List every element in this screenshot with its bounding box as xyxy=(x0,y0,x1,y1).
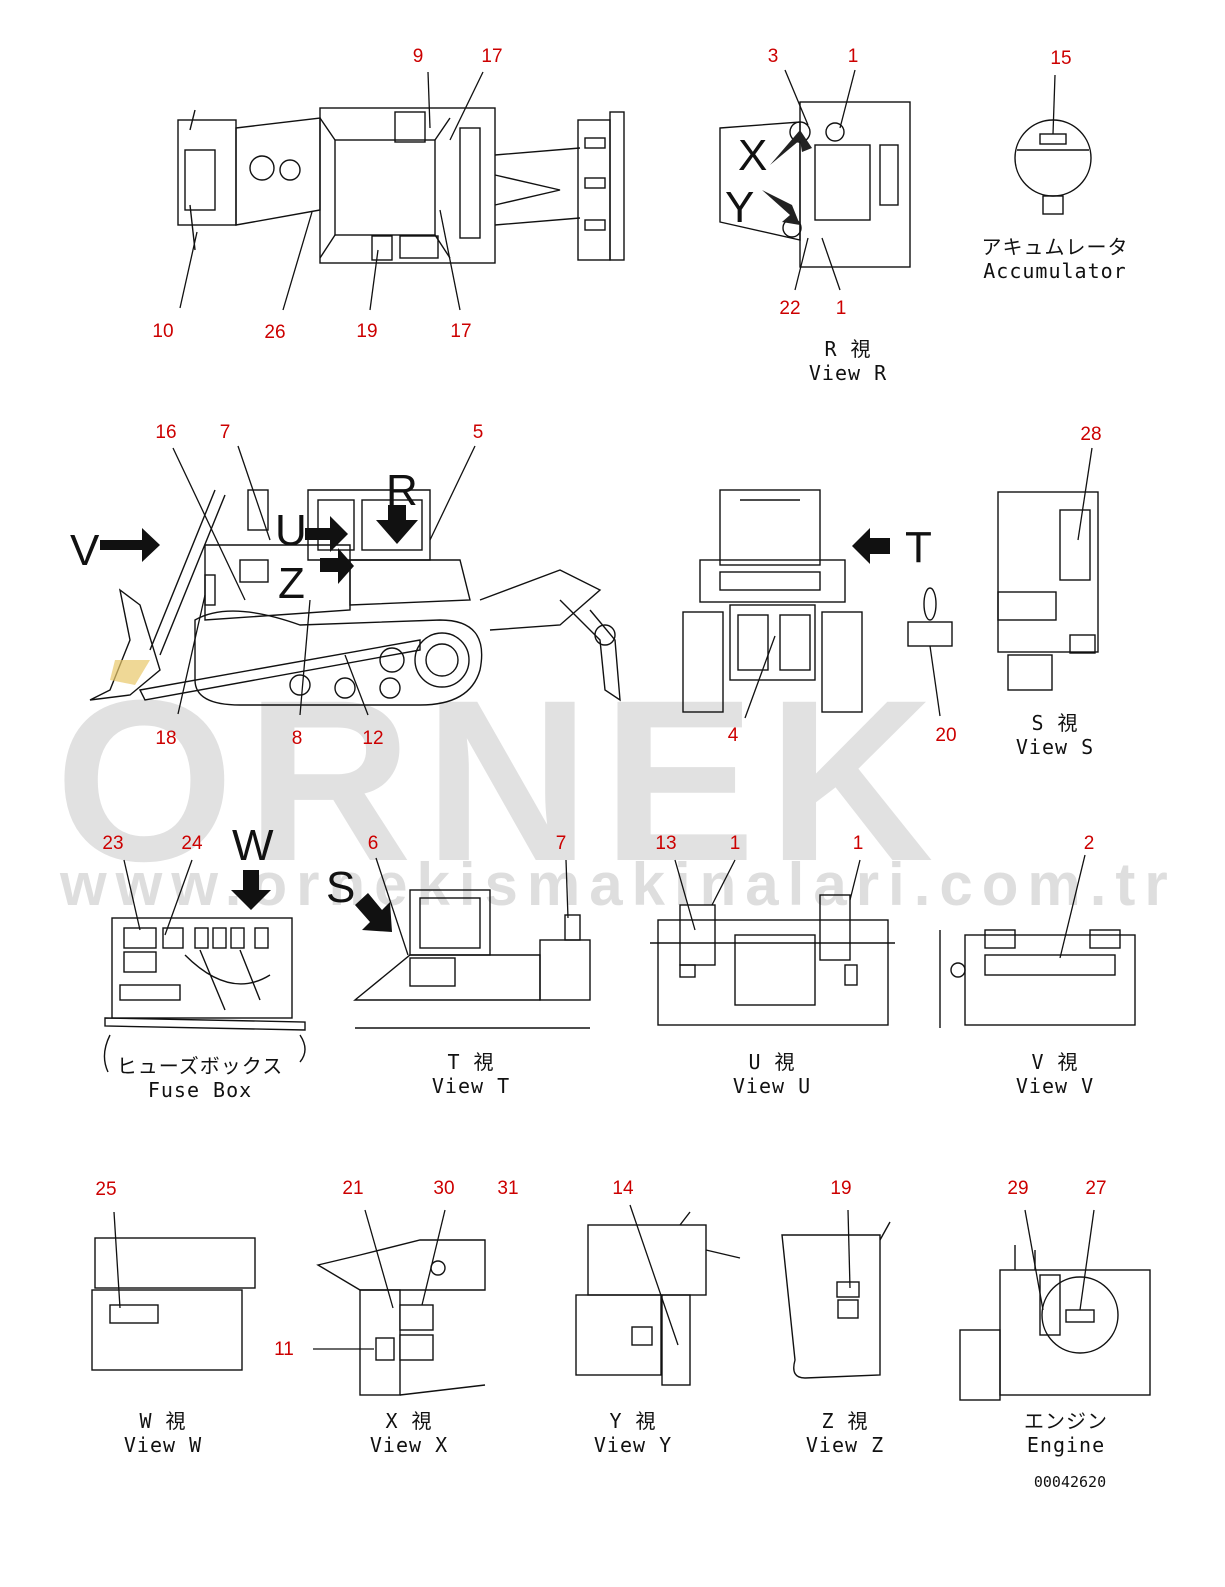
callout-13: 13 xyxy=(655,833,676,854)
callout-10: 10 xyxy=(152,321,173,342)
callout-19a: 19 xyxy=(356,321,377,342)
callout-1a: 1 xyxy=(848,46,859,67)
callout-7b: 7 xyxy=(556,833,567,854)
callout-17a: 17 xyxy=(481,46,502,67)
callout-25: 25 xyxy=(95,1179,116,1200)
watermark-url: www.ornekismakinalari.com.tr xyxy=(59,851,1177,918)
view-letter-y: Y xyxy=(725,183,754,232)
view-letter-t: T xyxy=(905,523,932,572)
view-z-drawing xyxy=(781,1221,891,1379)
callout-19b: 19 xyxy=(830,1178,851,1199)
callout-16: 16 xyxy=(155,422,176,443)
caption-engine-en: Engine xyxy=(1027,1433,1105,1457)
callout-7a: 7 xyxy=(220,422,231,443)
callout-17b: 17 xyxy=(450,321,471,342)
caption-view-y-jp: Y 視 xyxy=(609,1409,656,1433)
view-w-drawing xyxy=(91,1237,256,1371)
callout-8: 8 xyxy=(292,728,303,749)
callout-15: 15 xyxy=(1050,48,1071,69)
engine-drawing xyxy=(959,1245,1151,1401)
callout-21: 21 xyxy=(342,1178,363,1199)
caption-view-x-jp: X 視 xyxy=(385,1409,432,1433)
drawing-code: 00042620 xyxy=(1034,1473,1106,1491)
caption-view-z-jp: Z 視 xyxy=(821,1409,868,1433)
callout-4: 4 xyxy=(728,725,739,746)
view-r-drawing xyxy=(719,101,911,268)
caption-view-t-en: View T xyxy=(432,1074,510,1098)
view-u-drawing xyxy=(650,894,895,1026)
callout-14: 14 xyxy=(612,1178,634,1199)
callout-29: 29 xyxy=(1007,1178,1028,1199)
callout-9: 9 xyxy=(413,46,424,67)
callout-1d: 1 xyxy=(853,833,864,854)
callout-23: 23 xyxy=(102,833,123,854)
view-x-drawing xyxy=(316,1239,486,1396)
view-letter-w: W xyxy=(232,821,274,870)
rear-view-drawing xyxy=(682,489,890,713)
callout-3: 3 xyxy=(768,46,779,67)
caption-view-u-en: View U xyxy=(733,1074,811,1098)
callout-20: 20 xyxy=(935,725,956,746)
view-letter-r: R xyxy=(386,466,418,515)
caption-view-s-en: View S xyxy=(1016,735,1094,759)
caption-view-u-jp: U 視 xyxy=(748,1050,795,1074)
callout-22: 22 xyxy=(779,298,800,319)
view-t-drawing xyxy=(353,889,591,1029)
top-view-drawing xyxy=(177,107,625,264)
caption-view-v-jp: V 視 xyxy=(1031,1050,1078,1074)
callout-30: 30 xyxy=(433,1178,454,1199)
callout-26: 26 xyxy=(264,322,285,343)
callout-12: 12 xyxy=(362,728,383,749)
view-letter-u: U xyxy=(275,506,307,555)
caption-view-r-jp: R 視 xyxy=(824,337,871,361)
caption-view-v-en: View V xyxy=(1016,1074,1094,1098)
callout-18: 18 xyxy=(155,728,176,749)
callout-1c: 1 xyxy=(730,833,741,854)
view-letter-x: X xyxy=(738,131,767,180)
caption-view-y-en: View Y xyxy=(594,1433,672,1457)
tag-20-drawing xyxy=(907,587,953,647)
callout-24: 24 xyxy=(181,833,203,854)
view-y-drawing xyxy=(575,1211,741,1386)
callout-6: 6 xyxy=(368,833,379,854)
fuse-box-drawing xyxy=(103,870,306,1073)
caption-view-x-en: View X xyxy=(370,1433,448,1457)
callout-27: 27 xyxy=(1085,1178,1106,1199)
caption-view-t-jp: T 視 xyxy=(447,1050,494,1074)
caption-view-z-en: View Z xyxy=(806,1433,884,1457)
callout-1b: 1 xyxy=(836,298,847,319)
caption-fuse-box-en: Fuse Box xyxy=(148,1078,252,1102)
caption-view-w-jp: W 視 xyxy=(139,1409,186,1433)
caption-accumulator-jp: アキュムレータ xyxy=(982,235,1129,259)
callout-28: 28 xyxy=(1080,424,1101,445)
caption-view-s-jp: S 視 xyxy=(1031,711,1078,735)
view-letter-z: Z xyxy=(278,559,305,608)
caption-engine-jp: エンジン xyxy=(1024,1409,1108,1433)
view-letter-v: V xyxy=(70,526,100,575)
caption-view-w-en: View W xyxy=(124,1433,202,1457)
view-v-drawing xyxy=(939,929,1136,1028)
callout-31: 31 xyxy=(497,1178,518,1199)
accumulator-drawing xyxy=(1014,74,1092,215)
callout-2: 2 xyxy=(1084,833,1095,854)
callout-5: 5 xyxy=(473,422,484,443)
callout-11: 11 xyxy=(274,1339,294,1360)
caption-fuse-box-jp: ヒューズボックス xyxy=(117,1054,283,1078)
caption-view-r-en: View R xyxy=(809,361,887,385)
view-s-drawing xyxy=(997,491,1099,691)
view-letter-s: S xyxy=(326,863,355,912)
caption-accumulator-en: Accumulator xyxy=(983,259,1126,283)
